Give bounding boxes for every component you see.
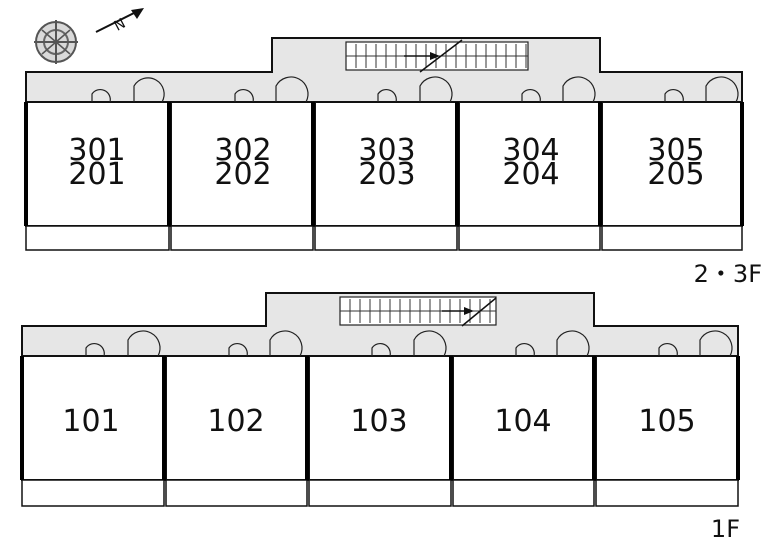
unit-301-201: 301 201	[24, 77, 170, 251]
unit-number-303: 303	[358, 133, 415, 168]
unit-number-203: 203	[358, 157, 415, 192]
unit-number-102: 102	[207, 404, 264, 439]
unit-105: 105	[592, 330, 740, 507]
compass-north-label: N	[112, 16, 129, 35]
unit-303-203: 303 203	[311, 76, 458, 251]
unit-103: 103	[305, 330, 452, 507]
floor-label-ground: 1F	[711, 515, 740, 543]
unit-number-101: 101	[62, 404, 119, 439]
unit-number-103: 103	[350, 404, 407, 439]
floor-label-upper: 2・3F	[694, 260, 762, 288]
unit-302-202: 302 202	[167, 76, 314, 251]
unit-104: 104	[449, 330, 595, 507]
unit-number-305: 305	[647, 133, 704, 168]
unit-number-105: 105	[638, 404, 695, 439]
compass-icon: N	[34, 8, 144, 64]
unit-number-201: 201	[68, 157, 125, 192]
unit-number-205: 205	[647, 157, 704, 192]
unit-305-205: 305 205	[598, 76, 744, 251]
unit-number-304: 304	[502, 133, 559, 168]
unit-number-202: 202	[214, 157, 271, 192]
unit-101: 101	[20, 330, 165, 507]
unit-102: 102	[162, 330, 308, 507]
unit-304-204: 304 204	[455, 76, 601, 251]
unit-number-301: 301	[68, 133, 125, 168]
unit-number-104: 104	[494, 404, 551, 439]
unit-number-204: 204	[502, 157, 559, 192]
unit-number-302: 302	[214, 133, 271, 168]
floor-plan-upper: 301 201 302 202 303 203 304	[24, 37, 762, 288]
floor-plan-ground: 101 102 103 104	[20, 292, 740, 543]
staircase-ground	[339, 296, 497, 327]
staircase-upper	[345, 39, 529, 73]
